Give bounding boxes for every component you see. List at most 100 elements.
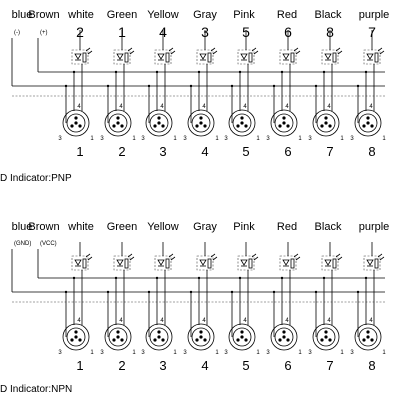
terminal-label: 3 — [224, 136, 228, 142]
resistor-icon — [124, 258, 129, 269]
port-number: 4 — [201, 144, 208, 159]
connector-outer-ring — [228, 109, 256, 137]
connector-pin-dot — [203, 124, 207, 128]
port-number: 8 — [368, 358, 375, 373]
wire-label-blue: blue — [12, 221, 33, 233]
port-number: 7 — [326, 358, 333, 373]
wire-label-black: Black — [315, 221, 342, 233]
connector-pin-dot — [112, 124, 116, 128]
resistor-icon — [374, 258, 379, 269]
connector-pin-dot — [199, 121, 203, 125]
resistor-icon — [290, 258, 295, 269]
resistor-icon — [207, 52, 212, 63]
junction-dot — [280, 276, 284, 280]
terminal-label: 1 — [173, 350, 177, 356]
junction-dot — [147, 290, 151, 294]
connector-inner-ring — [66, 327, 86, 347]
wire-label-brown: Brown — [28, 9, 59, 21]
terminal-label: 4 — [160, 318, 164, 324]
connector-pin-dot — [112, 338, 116, 342]
connector-pin-dot — [240, 330, 244, 334]
terminal-label: 1 — [256, 350, 260, 356]
connector-inner-ring — [274, 113, 294, 133]
connector-pin-dot — [157, 330, 161, 334]
wire-label-white: white — [67, 9, 94, 21]
connector-pin-dot — [70, 338, 74, 342]
connector-pin-dot — [282, 116, 286, 120]
connector-outer-ring — [62, 323, 90, 351]
port-number: 5 — [242, 358, 249, 373]
terminal-label: 4 — [243, 104, 247, 110]
connector-pin-dot — [157, 335, 161, 339]
connector-pin-dot — [362, 338, 366, 342]
terminal-label: 1 — [340, 350, 344, 356]
connector-pin-dot — [320, 338, 324, 342]
terminal-label: 3 — [58, 136, 62, 142]
terminal-label: 4 — [77, 318, 81, 324]
led-diode-icon — [199, 259, 207, 266]
light-arrow-icon — [210, 253, 218, 261]
wire-label-pink: Pink — [233, 221, 255, 233]
led-diode-icon — [74, 259, 82, 266]
terminal-label: 4 — [119, 104, 123, 110]
junction-dot — [314, 84, 318, 88]
led-diode-icon — [282, 259, 290, 266]
terminal-label: 1 — [173, 136, 177, 142]
connector-inner-ring — [358, 327, 378, 347]
junction-dot — [322, 276, 326, 280]
supply-label: (-) — [14, 30, 20, 36]
terminal-label: 1 — [215, 136, 219, 142]
resistor-icon — [82, 258, 87, 269]
connector-inner-ring — [274, 327, 294, 347]
junction-dot — [280, 70, 284, 74]
terminal-label: 4 — [202, 104, 206, 110]
connector-pin-dot — [320, 124, 324, 128]
connector-outer-ring — [354, 109, 382, 137]
wire-label-red: Red — [277, 221, 297, 233]
connector-inner-ring — [108, 327, 128, 347]
port-number: 1 — [76, 358, 83, 373]
connector-pin-dot — [74, 335, 78, 339]
junction-dot — [364, 276, 368, 280]
junction-dot — [322, 70, 326, 74]
connector-pin-dot — [278, 124, 282, 128]
terminal-label: 1 — [132, 350, 136, 356]
terminal-label: 4 — [327, 318, 331, 324]
connector-pin-dot — [157, 116, 161, 120]
terminal-label: 1 — [90, 350, 94, 356]
port-number: 6 — [284, 358, 291, 373]
connector-pin-dot — [78, 338, 82, 342]
resistor-icon — [165, 52, 170, 63]
resistor-icon — [332, 52, 337, 63]
terminal-label: 1 — [132, 136, 136, 142]
wire-label-blue: blue — [12, 9, 33, 21]
connector-pin-dot — [199, 335, 203, 339]
led-diode-icon — [74, 53, 82, 60]
junction-dot — [155, 70, 159, 74]
connector-pin-dot — [286, 338, 290, 342]
supply-label: (+) — [40, 30, 48, 36]
connector-pin-dot — [366, 330, 370, 334]
supply-label: (GND) — [14, 241, 31, 247]
connector-pin-dot — [240, 121, 244, 125]
junction-dot — [272, 290, 276, 294]
port-number: 4 — [201, 358, 208, 373]
wire-label-brown: Brown — [28, 221, 59, 233]
terminal-label: 3 — [183, 136, 187, 142]
terminal-label: 3 — [183, 350, 187, 356]
junction-dot — [106, 290, 110, 294]
terminal-label: 4 — [77, 104, 81, 110]
junction-dot — [155, 276, 159, 280]
connector-inner-ring — [316, 327, 336, 347]
led-diode-icon — [240, 53, 248, 60]
junction-dot — [197, 70, 201, 74]
connector-pin-dot — [236, 338, 240, 342]
wire-label-pink: Pink — [233, 9, 255, 21]
led-diode-icon — [366, 53, 374, 60]
connector-pin-dot — [282, 330, 286, 334]
junction-dot — [314, 290, 318, 294]
terminal-label: 4 — [160, 104, 164, 110]
connector-outer-ring — [104, 323, 132, 351]
led-diode-icon — [116, 53, 124, 60]
